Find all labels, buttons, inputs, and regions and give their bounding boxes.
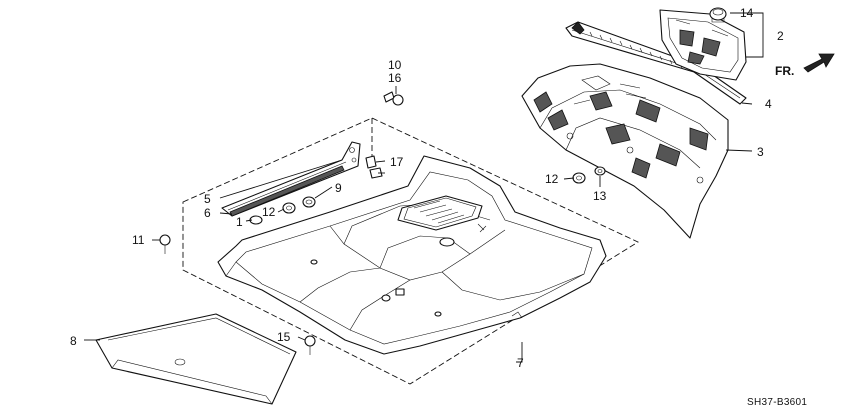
part-label-9: 9 (335, 181, 342, 195)
dashboard-insulator (521, 63, 729, 239)
part-label-2: 2 (777, 29, 784, 43)
part-label-12b: 12 (545, 172, 559, 186)
clip-part-14 (709, 7, 727, 23)
part-label-13: 13 (593, 189, 607, 203)
part-label-5: 5 (204, 192, 211, 206)
part-label-7: 7 (517, 356, 524, 370)
part-label-10: 10 (388, 58, 402, 72)
direction-label: FR. (775, 64, 794, 78)
part-label-11: 11 (132, 233, 145, 247)
part-label-8: 8 (70, 334, 77, 348)
part-label-3: 3 (757, 145, 764, 159)
part-label-14: 14 (740, 6, 754, 20)
part-label-6: 6 (204, 206, 211, 220)
part-label-15: 15 (277, 330, 291, 344)
part-label-17: 17 (390, 155, 404, 169)
part-labels: 10 16 17 9 5 6 12 1 11 8 15 7 12 13 14 2… (70, 6, 807, 408)
part-label-4: 4 (765, 97, 772, 111)
fasteners (159, 91, 606, 355)
trunk-mat (95, 313, 297, 405)
part-label-1: 1 (236, 215, 243, 229)
rear-dash-insulator (659, 9, 747, 81)
floor-carpet (217, 155, 607, 355)
part-label-16: 16 (388, 71, 402, 85)
front-direction-arrow (803, 53, 835, 73)
leader-lines (84, 12, 764, 363)
drawing-code: SH37-B3601 (747, 397, 807, 408)
part-label-12: 12 (262, 205, 276, 219)
